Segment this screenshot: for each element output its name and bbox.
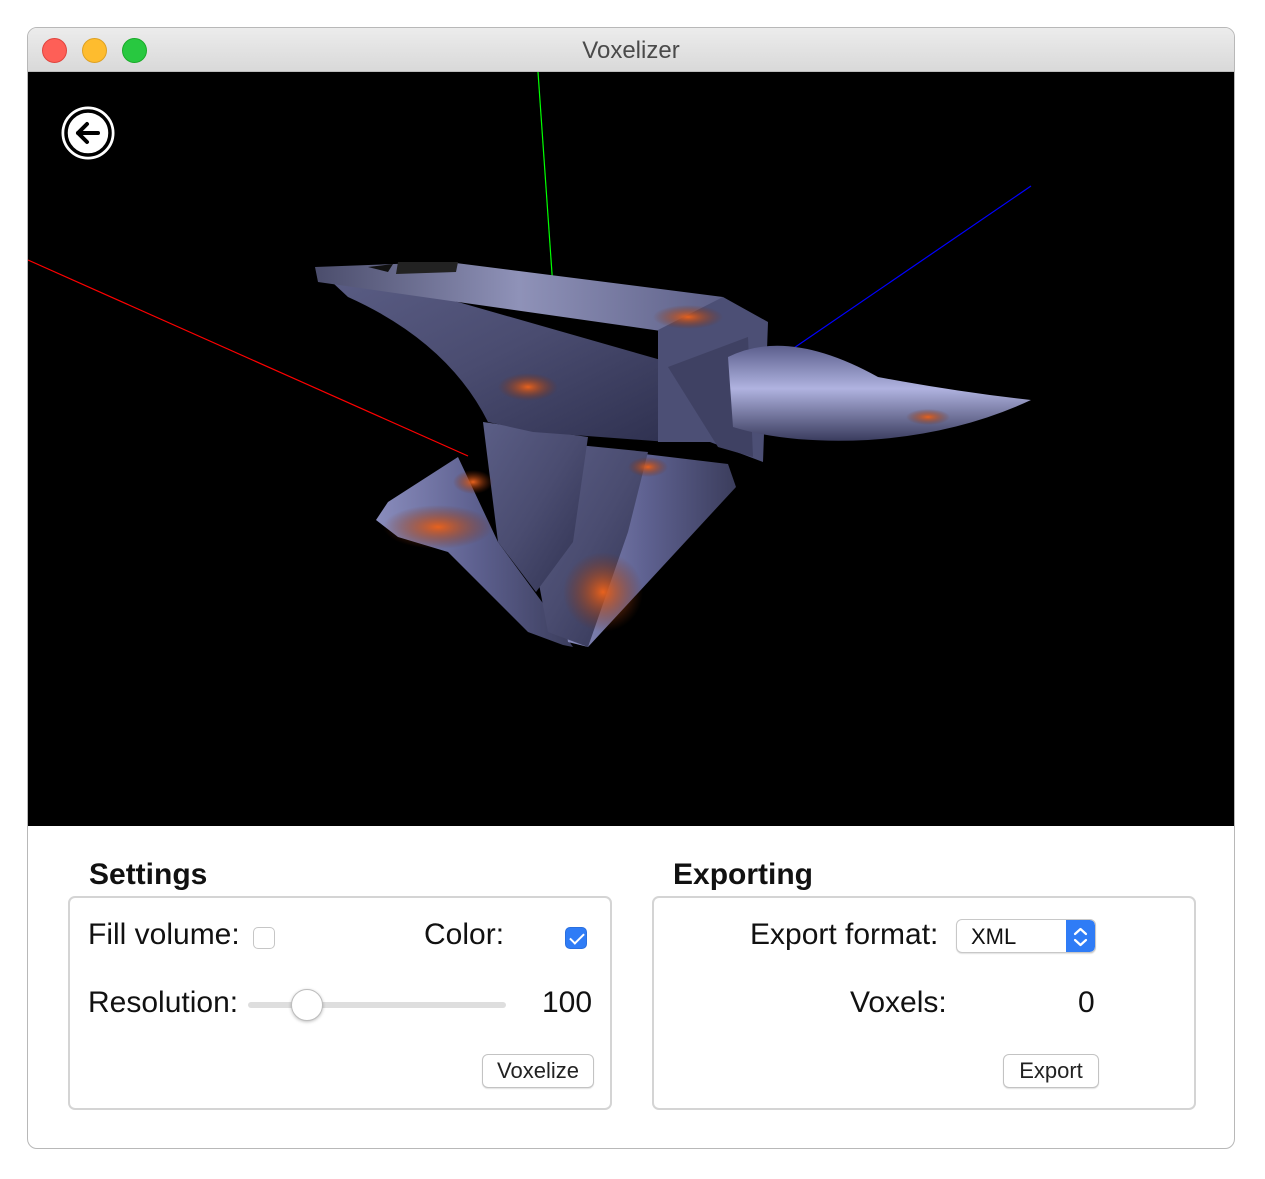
voxels-label: Voxels:	[850, 986, 947, 1019]
z-axis-line	[787, 185, 1032, 353]
anvil-model	[315, 262, 1031, 647]
scene-render	[28, 72, 1032, 647]
exporting-group-box: Export format: XML Voxels: 0 Export	[652, 896, 1196, 1110]
resolution-value: 100	[542, 986, 593, 1019]
close-window-button[interactable]	[42, 38, 67, 63]
window-title: Voxelizer	[582, 37, 680, 64]
settings-group-box: Fill volume: Color: Resolution: 100 Voxe…	[68, 896, 612, 1110]
resolution-label: Resolution:	[88, 986, 239, 1019]
color-label: Color:	[424, 918, 505, 951]
export-format-select[interactable]: XML	[956, 919, 1096, 953]
x-axis-line	[28, 259, 469, 457]
fill-volume-checkbox[interactable]	[253, 927, 275, 949]
zoom-window-button[interactable]	[122, 38, 147, 63]
arrow-left-circle-icon	[60, 105, 116, 161]
title-bar[interactable]: Voxelizer	[28, 28, 1234, 72]
resolution-slider[interactable]	[248, 1002, 506, 1008]
color-checkbox[interactable]	[565, 927, 587, 949]
3d-viewport[interactable]	[28, 72, 1234, 826]
exporting-section-title: Exporting	[673, 858, 813, 891]
fill-volume-label: Fill volume:	[88, 918, 240, 951]
export-format-label: Export format:	[750, 918, 939, 951]
y-axis-line	[537, 72, 554, 289]
settings-section-title: Settings	[89, 858, 208, 891]
minimize-window-button[interactable]	[82, 38, 107, 63]
export-button[interactable]: Export	[1003, 1054, 1099, 1088]
resolution-slider-knob[interactable]	[291, 989, 323, 1021]
voxels-count: 0	[1078, 986, 1095, 1019]
voxelize-button[interactable]: Voxelize	[482, 1054, 594, 1088]
chevron-up-down-icon	[1066, 920, 1095, 952]
app-window: Voxelizer	[27, 27, 1235, 1149]
back-button[interactable]	[58, 103, 118, 163]
export-format-value: XML	[971, 924, 1017, 949]
